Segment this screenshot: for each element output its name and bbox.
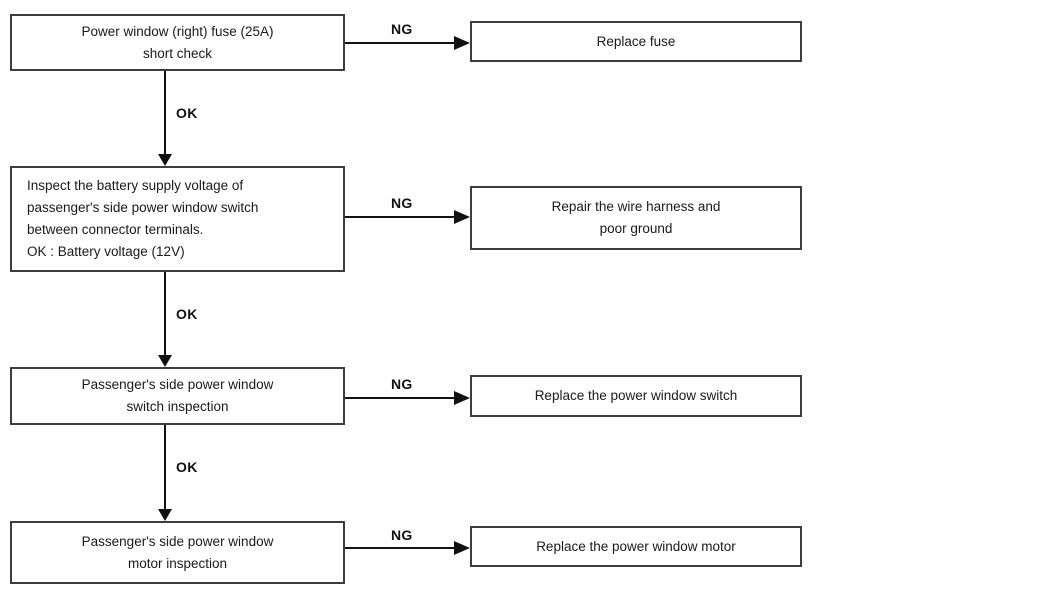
ok-label: OK bbox=[176, 306, 198, 322]
ng-connector-line bbox=[345, 397, 455, 399]
arrow-right-icon bbox=[454, 391, 470, 405]
arrow-down-icon bbox=[158, 509, 172, 521]
ok-connector-line bbox=[164, 272, 166, 356]
ok-connector-line bbox=[164, 71, 166, 155]
ng-label: NG bbox=[391, 195, 413, 211]
check-box-motor-inspection: Passenger's side power window motor insp… bbox=[10, 521, 345, 584]
arrow-down-icon bbox=[158, 355, 172, 367]
action-box-replace-fuse: Replace fuse bbox=[470, 21, 802, 62]
ng-label: NG bbox=[391, 376, 413, 392]
action-box-replace-motor: Replace the power window motor bbox=[470, 526, 802, 567]
ng-connector-line bbox=[345, 216, 455, 218]
ok-label: OK bbox=[176, 105, 198, 121]
ng-connector-line bbox=[345, 42, 455, 44]
ng-label: NG bbox=[391, 527, 413, 543]
arrow-right-icon bbox=[454, 541, 470, 555]
ng-label: NG bbox=[391, 21, 413, 37]
arrow-right-icon bbox=[454, 210, 470, 224]
action-box-replace-switch: Replace the power window switch bbox=[470, 375, 802, 417]
ok-connector-line bbox=[164, 425, 166, 510]
check-box-fuse-short-check: Power window (right) fuse (25A) short ch… bbox=[10, 14, 345, 71]
ok-label: OK bbox=[176, 459, 198, 475]
arrow-right-icon bbox=[454, 36, 470, 50]
ng-connector-line bbox=[345, 547, 455, 549]
check-box-switch-inspection: Passenger's side power window switch ins… bbox=[10, 367, 345, 425]
check-box-battery-supply-voltage: Inspect the battery supply voltage of pa… bbox=[10, 166, 345, 272]
action-box-repair-wire-harness: Repair the wire harness and poor ground bbox=[470, 186, 802, 250]
arrow-down-icon bbox=[158, 154, 172, 166]
